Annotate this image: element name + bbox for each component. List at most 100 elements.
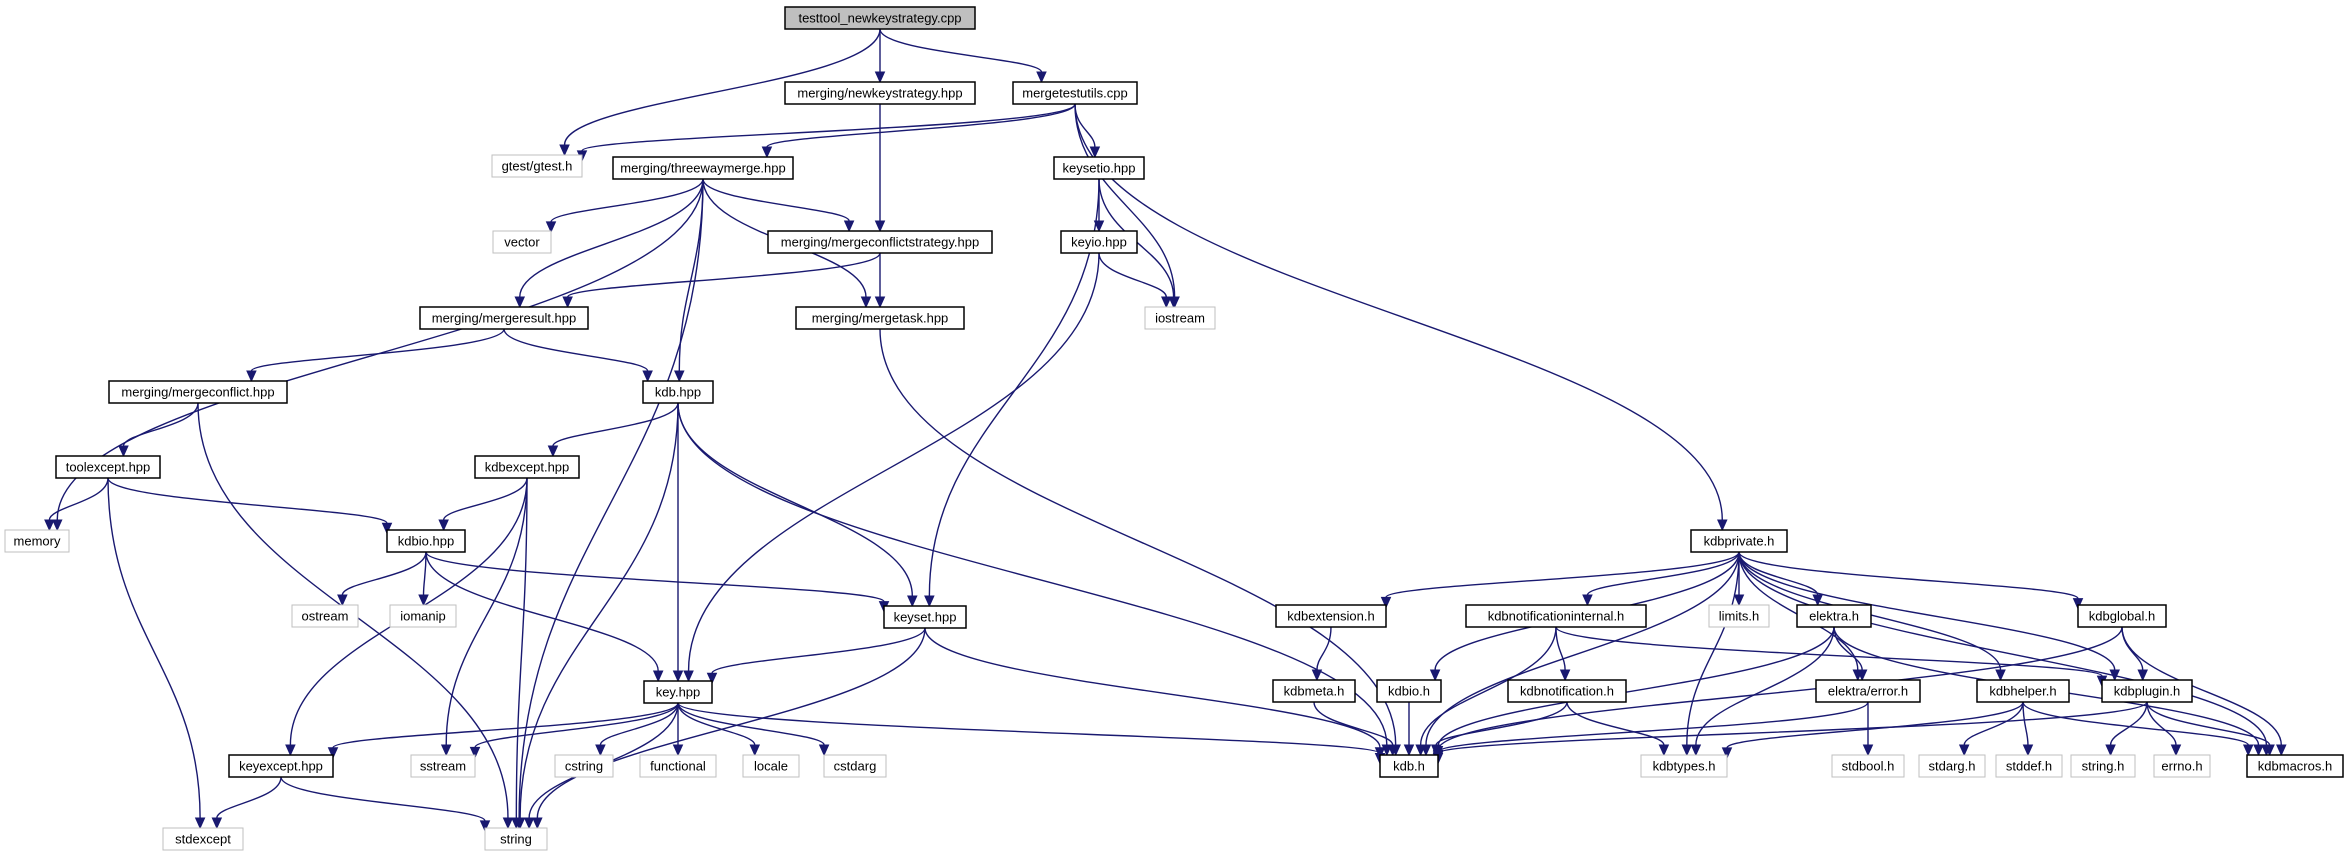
node-errno: errno.h <box>2153 754 2211 778</box>
node-label: key.hpp <box>656 685 701 700</box>
node-keysetio[interactable]: keysetio.hpp <box>1053 156 1145 180</box>
node-box <box>108 380 288 404</box>
node-sstream: sstream <box>410 754 476 778</box>
arrowhead <box>595 744 606 757</box>
node-elektraerror[interactable]: elektra/error.h <box>1815 679 1921 703</box>
edge-mergeresult-to-mergeconflict <box>246 328 505 383</box>
edge-line <box>1437 626 1835 747</box>
node-key[interactable]: key.hpp <box>643 680 713 704</box>
edge-line <box>677 702 825 746</box>
node-keyio[interactable]: keyio.hpp <box>1060 230 1138 254</box>
edge-line <box>1738 551 2116 671</box>
node-kdbnotification[interactable]: kdbnotification.h <box>1507 679 1627 703</box>
node-label: limits.h <box>1719 609 1759 624</box>
node-label: merging/mergeconflict.hpp <box>121 385 274 400</box>
edge-line <box>581 103 1076 152</box>
edge-line <box>1098 252 1167 298</box>
node-box <box>2077 604 2167 628</box>
node-kdbh[interactable]: kdb.h <box>1379 754 1439 778</box>
node-mergetask[interactable]: merging/mergetask.hpp <box>795 306 965 330</box>
edge-keyset-to-string <box>532 627 926 830</box>
edge-line <box>442 477 528 521</box>
edge-root-to-newkeystrategy <box>874 29 886 84</box>
node-box <box>2153 754 2211 778</box>
node-box <box>2070 754 2136 778</box>
edge-kdbexcept-to-sstream <box>440 477 528 757</box>
node-label: kdbglobal.h <box>2089 609 2156 624</box>
node-keyexcept[interactable]: keyexcept.hpp <box>228 754 334 778</box>
node-label: cstdarg <box>834 759 877 774</box>
node-toolexcept[interactable]: toolexcept.hpp <box>55 455 161 479</box>
arrowhead <box>874 71 886 84</box>
node-mergeresult[interactable]: merging/mergeresult.hpp <box>419 306 589 330</box>
edge-line <box>1738 551 1819 596</box>
node-label: kdbtypes.h <box>1653 759 1716 774</box>
node-box <box>1053 156 1145 180</box>
node-kdbmacros[interactable]: kdbmacros.h <box>2246 754 2344 778</box>
edge-kdbio-to-key <box>425 551 664 683</box>
edge-line <box>2109 701 2148 746</box>
node-mergeconflictstrategy[interactable]: merging/mergeconflictstrategy.hpp <box>767 230 993 254</box>
edge-mergeconflictstrategy-to-mergeresult <box>562 252 881 309</box>
node-kdbextension[interactable]: kdbextension.h <box>1275 604 1387 628</box>
node-locale: locale <box>742 754 800 778</box>
node-kdbmeta[interactable]: kdbmeta.h <box>1272 679 1356 703</box>
node-mergeconflict[interactable]: merging/mergeconflict.hpp <box>108 380 288 404</box>
node-box <box>2101 679 2193 703</box>
edge-keyio-to-key <box>683 252 1100 683</box>
arrowhead <box>1721 747 1733 760</box>
node-box <box>4 529 70 553</box>
node-newkeystrategy[interactable]: merging/newkeystrategy.hpp <box>784 81 976 105</box>
arrowhead <box>2022 744 2034 757</box>
edge-toolexcept-to-memory <box>44 477 109 532</box>
edge-elektra-to-kdbtypes <box>1690 626 1835 757</box>
node-kdbioh[interactable]: kdbio.h <box>1376 679 1442 703</box>
edge-kdbextension-to-kdbmeta <box>1311 626 1332 682</box>
arrowhead <box>672 670 684 683</box>
node-label: gtest/gtest.h <box>502 159 573 174</box>
arrowhead <box>672 744 684 757</box>
node-label: merging/mergetask.hpp <box>812 311 949 326</box>
edge-key-to-cstring <box>595 702 679 757</box>
edges-layer <box>44 28 2287 833</box>
node-kdbprivate[interactable]: kdbprivate.h <box>1690 529 1788 553</box>
edge-line <box>678 178 704 372</box>
arrowhead <box>2137 669 2148 682</box>
node-kdbhpp[interactable]: kdb.hpp <box>642 380 714 404</box>
node-box <box>795 306 965 330</box>
edge-line <box>503 328 649 372</box>
node-vector: vector <box>492 230 552 254</box>
node-kdbnotificationinternal[interactable]: kdbnotificationinternal.h <box>1465 604 1647 628</box>
node-label: kdbio.hpp <box>398 534 454 549</box>
edge-kdbplugin-to-errno <box>2146 701 2182 757</box>
node-elektra[interactable]: elektra.h <box>1796 604 1872 628</box>
edge-line <box>425 551 659 672</box>
node-box <box>162 827 244 851</box>
node-label: kdbplugin.h <box>2114 684 2181 699</box>
node-kdbplugin[interactable]: kdbplugin.h <box>2101 679 2193 703</box>
edge-toolexcept-to-stdexcept <box>107 477 206 830</box>
node-box <box>1690 529 1788 553</box>
arrowhead <box>843 220 855 233</box>
node-kdbhelper[interactable]: kdbhelper.h <box>1976 679 2070 703</box>
edge-line <box>2146 701 2177 746</box>
node-root[interactable]: testtool_newkeystrategy.cpp <box>784 6 976 30</box>
arrowhead <box>1415 744 1426 757</box>
edge-line <box>879 328 1397 746</box>
arrowhead <box>2105 744 2116 757</box>
node-box <box>823 754 887 778</box>
node-label: merging/mergeresult.hpp <box>432 311 577 326</box>
node-label: memory <box>14 534 61 549</box>
node-kdbio[interactable]: kdbio.hpp <box>386 529 466 553</box>
node-kdbexcept[interactable]: kdbexcept.hpp <box>474 455 580 479</box>
node-kdbglobal[interactable]: kdbglobal.h <box>2077 604 2167 628</box>
node-threewaymerge[interactable]: merging/threewaymerge.hpp <box>612 156 794 180</box>
arrowhead <box>1717 519 1728 532</box>
edge-kdbnotificationinternal-to-kdbh <box>1415 626 1557 757</box>
node-stringh: string.h <box>2070 754 2136 778</box>
node-mergetestutils[interactable]: mergetestutils.cpp <box>1012 81 1138 105</box>
edge-kdbioh-to-kdbh <box>1403 702 1415 757</box>
edge-kdbprivate-to-kdbmacros <box>1738 551 2272 757</box>
arrowhead <box>2170 744 2182 757</box>
node-keyset[interactable]: keyset.hpp <box>883 605 967 629</box>
